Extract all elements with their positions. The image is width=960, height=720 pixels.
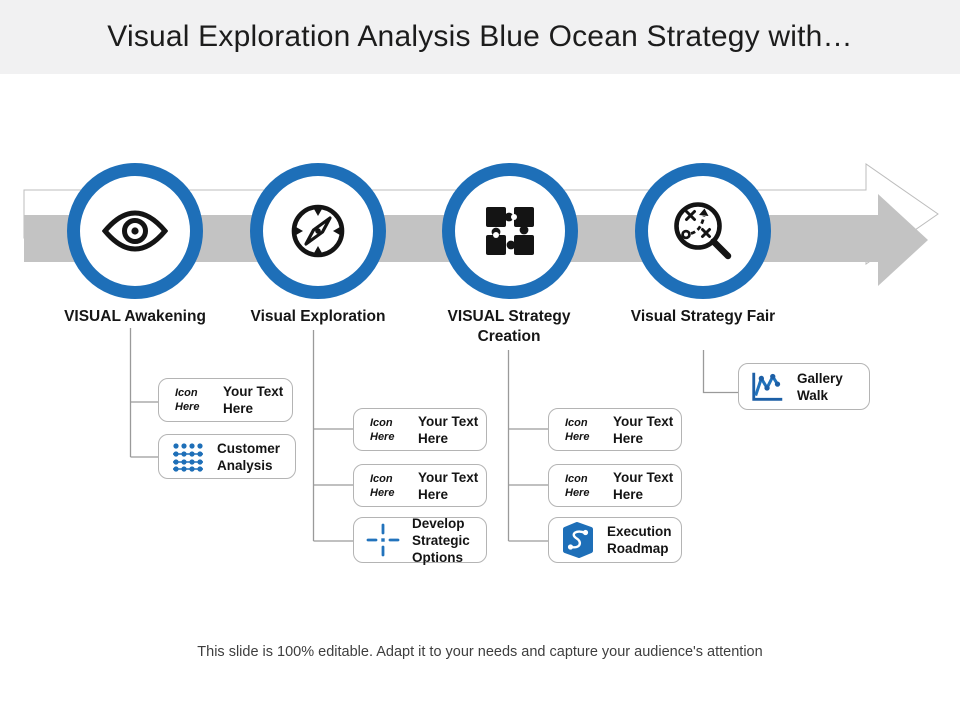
box-text: Customer Analysis bbox=[217, 440, 281, 473]
stage-label-visual-awakening: VISUAL Awakening bbox=[64, 308, 206, 325]
slide-title-bar: Visual Exploration Analysis Blue Ocean S… bbox=[0, 0, 960, 74]
strategy-search-icon bbox=[674, 202, 732, 260]
box-text: Gallery Walk bbox=[797, 370, 843, 403]
box-icon-label: Icon Here bbox=[370, 472, 395, 499]
crosshair-icon bbox=[366, 523, 400, 557]
roadmap-icon bbox=[563, 522, 593, 558]
item-box-develop-strategic-options: Develop Strategic Options bbox=[353, 515, 487, 565]
item-box-execution-roadmap: Execution Roadmap bbox=[548, 517, 682, 563]
eye-icon bbox=[102, 210, 168, 252]
box-icon-label: Icon Here bbox=[565, 472, 590, 499]
item-box-placeholder: Icon Here Your Text Here bbox=[158, 378, 293, 422]
line-chart-icon bbox=[752, 372, 783, 401]
box-text: Your Text Here bbox=[418, 469, 479, 502]
customer-analysis-icon bbox=[173, 442, 203, 472]
compass-icon bbox=[291, 204, 345, 258]
box-text: Your Text Here bbox=[418, 413, 479, 446]
stage-label-visual-strategy-creation: VISUAL Strategy Creation bbox=[447, 308, 571, 345]
box-text: Your Text Here bbox=[613, 413, 674, 446]
item-box-gallery-walk: Gallery Walk bbox=[738, 363, 870, 410]
item-box-placeholder: Icon Here Your Text Here bbox=[548, 464, 682, 507]
stage-label-visual-exploration: Visual Exploration bbox=[250, 308, 386, 325]
box-icon-label: Icon Here bbox=[175, 387, 200, 413]
page-title: Visual Exploration Analysis Blue Ocean S… bbox=[107, 20, 853, 53]
item-box-placeholder: Icon Here Your Text Here bbox=[548, 408, 682, 451]
item-box-customer-analysis: Customer Analysis bbox=[158, 434, 296, 479]
box-text: Develop Strategic Options bbox=[412, 515, 470, 565]
box-text: Your Text Here bbox=[613, 469, 674, 502]
box-text: Your Text Here bbox=[223, 384, 284, 416]
puzzle-icon bbox=[486, 207, 534, 255]
editable-note: This slide is 100% editable. Adapt it to… bbox=[197, 644, 763, 660]
item-box-placeholder: Icon Here Your Text Here bbox=[353, 464, 487, 507]
stage-label-visual-strategy-fair: Visual Strategy Fair bbox=[630, 308, 776, 325]
item-box-placeholder: Icon Here Your Text Here bbox=[353, 408, 487, 451]
box-icon-label: Icon Here bbox=[370, 416, 395, 443]
box-text: Execution Roadmap bbox=[607, 524, 672, 556]
box-icon-label: Icon Here bbox=[565, 416, 590, 443]
